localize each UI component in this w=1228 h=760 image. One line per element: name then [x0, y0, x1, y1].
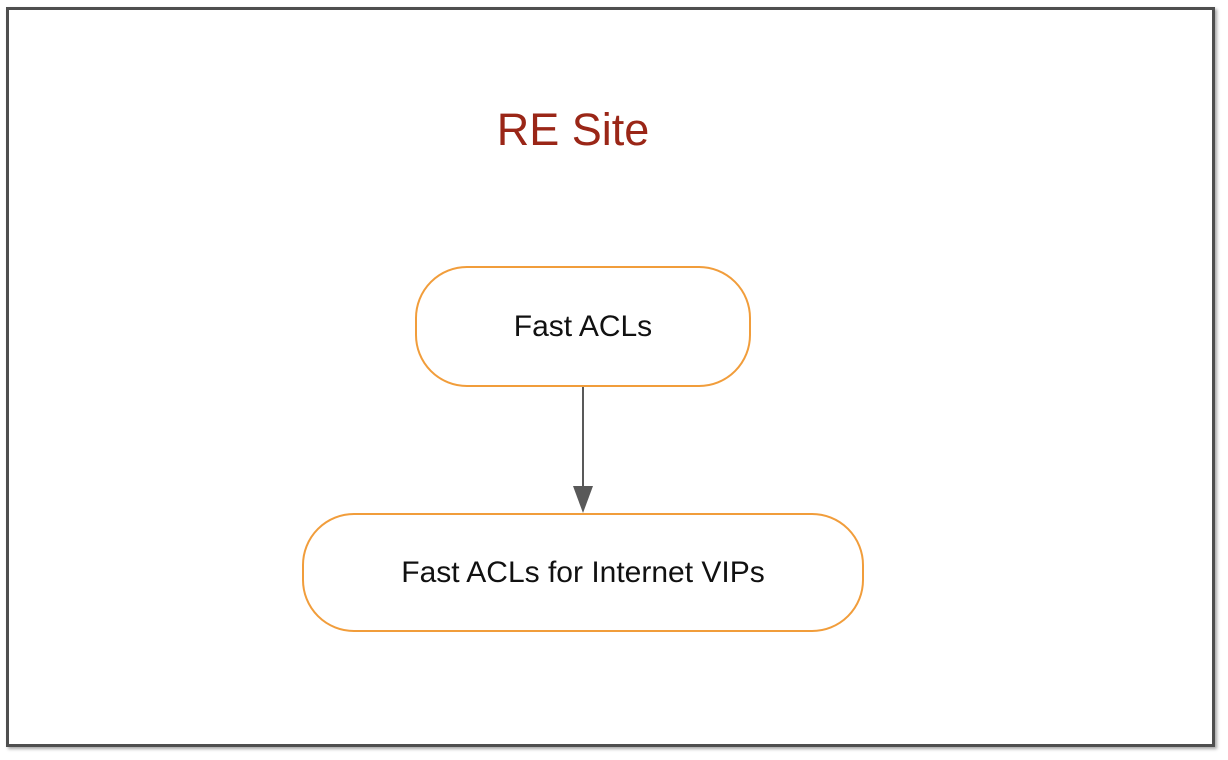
node-fast-acls-for-internet-vips[interactable]: Fast ACLs for Internet VIPs — [302, 513, 864, 632]
connector-arrow-down — [573, 387, 593, 513]
node-label: Fast ACLs for Internet VIPs — [401, 555, 765, 589]
node-fast-acls[interactable]: Fast ACLs — [415, 266, 751, 387]
diagram-title: RE Site — [496, 104, 650, 155]
node-label: Fast ACLs — [513, 309, 653, 343]
